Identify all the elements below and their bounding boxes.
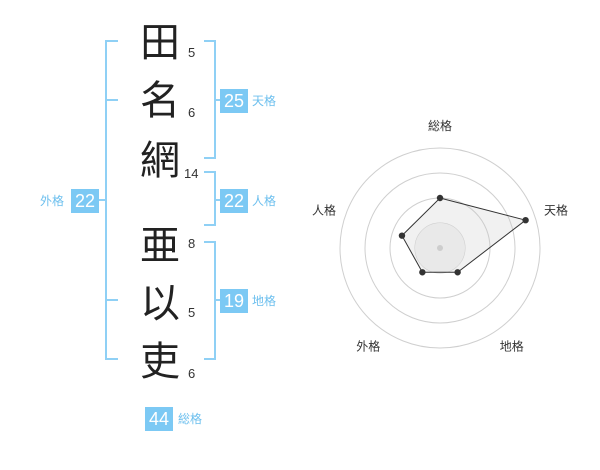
soukaku-label: 総格 bbox=[178, 412, 203, 426]
radar-point-1 bbox=[436, 194, 444, 202]
stroke-count-5: 5 bbox=[188, 305, 196, 320]
name-char-6: 吏 bbox=[140, 339, 180, 385]
radar-data-polygon bbox=[401, 197, 527, 273]
radar-point-3 bbox=[454, 269, 461, 276]
gaikaku-badge: 22 bbox=[71, 189, 99, 213]
stroke-count-3: 14 bbox=[184, 166, 199, 181]
radar-axis-label-2: 天格 bbox=[544, 202, 568, 217]
radar-point-5 bbox=[398, 232, 406, 239]
radar-axis-label-5: 人格 bbox=[312, 202, 336, 217]
stroke-count-4: 8 bbox=[188, 236, 196, 251]
soukaku-badge: 44 bbox=[145, 407, 173, 431]
radar-axis-label-3: 地格 bbox=[500, 339, 524, 354]
name-char-1: 田 bbox=[140, 20, 180, 66]
radar-point-4 bbox=[419, 269, 426, 276]
tenkaku-label: 天格 bbox=[252, 94, 277, 108]
name-char-5: 以 bbox=[140, 281, 180, 327]
gaikaku-label: 外格 bbox=[40, 194, 65, 208]
radar-ring-3 bbox=[364, 172, 516, 324]
stroke-count-6: 6 bbox=[188, 366, 196, 381]
jinkaku-label: 人格 bbox=[252, 194, 277, 208]
name-char-3: 網 bbox=[140, 138, 180, 184]
jinkaku-badge: 22 bbox=[220, 189, 248, 213]
radar-point-2 bbox=[522, 216, 529, 224]
chikaku-badge: 19 bbox=[220, 289, 248, 313]
name-char-2: 名 bbox=[140, 78, 180, 124]
stroke-count-1: 5 bbox=[188, 45, 196, 60]
radar-center-dot bbox=[437, 245, 443, 251]
radar-axis-label-1: 総格 bbox=[428, 118, 452, 133]
radar-ring-4 bbox=[339, 147, 541, 349]
tenkaku-badge: 25 bbox=[220, 89, 248, 113]
radar-axis-label-4: 外格 bbox=[356, 339, 380, 354]
name-char-4: 亜 bbox=[140, 223, 180, 269]
stroke-count-2: 6 bbox=[188, 105, 196, 120]
chikaku-label: 地格 bbox=[252, 294, 277, 308]
